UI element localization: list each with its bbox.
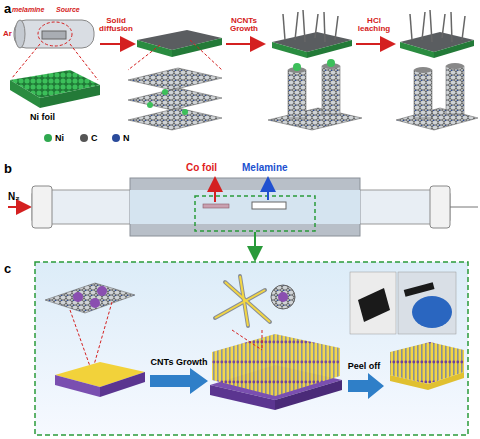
figure-label: CNTs Growth bbox=[140, 358, 218, 367]
figure-label: Melamine bbox=[242, 163, 302, 174]
figure-label: Ar bbox=[3, 30, 15, 38]
figure-label: Source bbox=[56, 6, 92, 13]
legend-text: C bbox=[91, 133, 98, 143]
legend-item: C bbox=[80, 133, 98, 143]
figure-label: Peel off bbox=[338, 362, 390, 371]
figure-label: N₂ bbox=[8, 192, 30, 203]
legend-item: N bbox=[112, 133, 130, 143]
figure-label: NCNTs Growth bbox=[222, 17, 266, 34]
figure-label: Solid diffusion bbox=[96, 17, 136, 34]
legend-item: Ni bbox=[44, 133, 64, 143]
figure-label: Ni foil bbox=[30, 113, 80, 122]
legend-text: Ni bbox=[55, 133, 64, 143]
figure-label: b bbox=[4, 162, 18, 176]
legend-swatch bbox=[44, 134, 52, 142]
figure-label: Co foil bbox=[186, 163, 238, 174]
figure-label: HCl leaching bbox=[352, 17, 396, 34]
legend-swatch bbox=[80, 134, 88, 142]
legend-text: N bbox=[123, 133, 130, 143]
legend-swatch bbox=[112, 134, 120, 142]
figure-label: melamine bbox=[12, 6, 54, 13]
figure-label: c bbox=[4, 262, 18, 276]
